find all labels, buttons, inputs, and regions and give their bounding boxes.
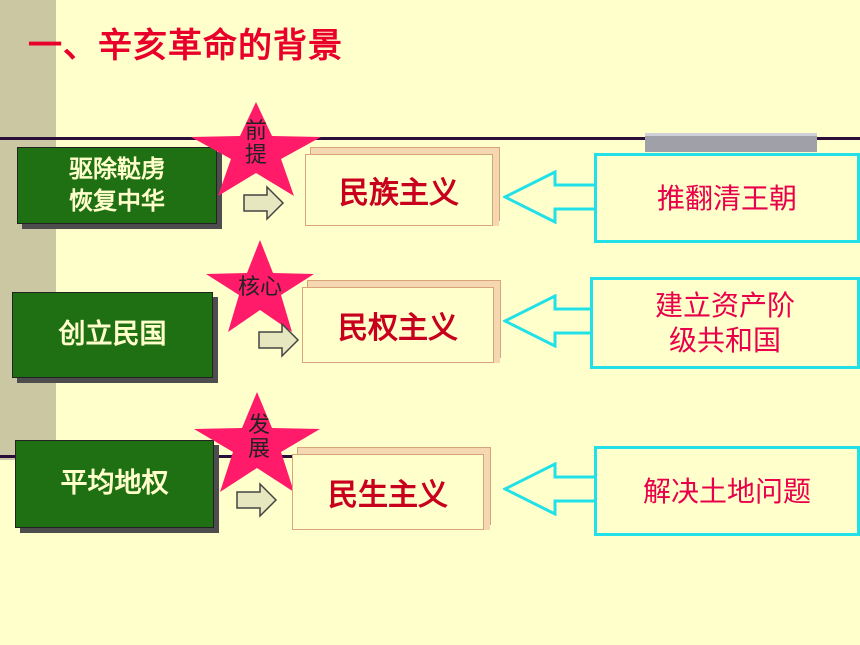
arrow-right-icon-2 bbox=[258, 322, 300, 358]
principle-text-2: 民权主义 bbox=[338, 311, 458, 346]
goal-text-2: 建立资产阶 级共和国 bbox=[654, 289, 795, 357]
page-title: 一、辛亥革命的背景 bbox=[28, 26, 343, 66]
principle-box-3: 民生主义 bbox=[292, 454, 484, 530]
goal-box-2: 建立资产阶 级共和国 bbox=[590, 277, 860, 369]
slogan-box-3: 平均地权 bbox=[15, 440, 214, 528]
goal-text-1: 推翻清王朝 bbox=[656, 181, 797, 215]
slogan-text-2: 创立民国 bbox=[58, 319, 167, 351]
arrow-right-icon-1 bbox=[243, 185, 285, 221]
arrow-right-icon-3 bbox=[236, 482, 278, 518]
star-label-1: 前 提 bbox=[244, 119, 267, 169]
arrow-left-icon-2 bbox=[503, 294, 599, 348]
star-icon-3 bbox=[194, 392, 320, 492]
star-icon-2 bbox=[206, 240, 314, 332]
slogan-box-2: 创立民国 bbox=[12, 292, 213, 378]
slogan-text-1: 驱除鞑虏 恢复中华 bbox=[69, 155, 165, 215]
principle-text-1: 民族主义 bbox=[339, 176, 459, 211]
principle-box-1: 民族主义 bbox=[305, 154, 493, 226]
gray-bar-decoration bbox=[645, 133, 817, 152]
slogan-box-1: 驱除鞑虏 恢复中华 bbox=[17, 147, 217, 224]
divider-line bbox=[0, 137, 860, 140]
goal-text-3: 解决土地问题 bbox=[642, 474, 811, 508]
principle-box-2: 民权主义 bbox=[302, 287, 494, 363]
star-label-3: 发 展 bbox=[247, 413, 270, 463]
principle-text-3: 民生主义 bbox=[328, 478, 448, 513]
goal-box-3: 解决土地问题 bbox=[594, 446, 860, 536]
slogan-text-3: 平均地权 bbox=[60, 468, 169, 500]
arrow-left-icon-3 bbox=[503, 462, 599, 516]
left-band-decoration bbox=[0, 0, 56, 460]
star-label-2: 核心 bbox=[237, 275, 282, 300]
arrow-left-icon-1 bbox=[503, 170, 599, 224]
star-icon-1 bbox=[191, 102, 321, 196]
goal-box-1: 推翻清王朝 bbox=[594, 153, 860, 243]
